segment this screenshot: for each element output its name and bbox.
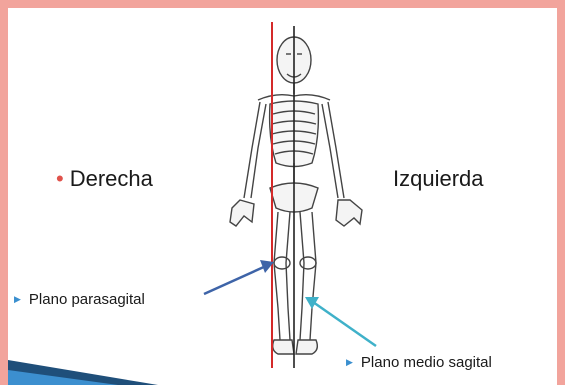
right-side-label: •Derecha [56,166,153,192]
slide: •Derecha Izquierda ▶ Plano parasagital ▶ P… [8,8,557,385]
left-side-label: Izquierda [393,166,484,192]
corner-wedge [8,8,557,385]
mid-sagittal-text: Plano medio sagital [361,354,492,371]
mid-sagittal-label: ▶ Plano medio sagital [346,354,492,371]
bullet-dot: • [56,166,64,191]
parasagittal-text: Plano parasagital [29,291,145,308]
right-side-text: Derecha [70,166,153,191]
triangle-bullet-icon: ▶ [346,357,353,367]
parasagittal-label: ▶ Plano parasagital [14,291,145,308]
triangle-bullet-icon: ▶ [14,294,21,304]
